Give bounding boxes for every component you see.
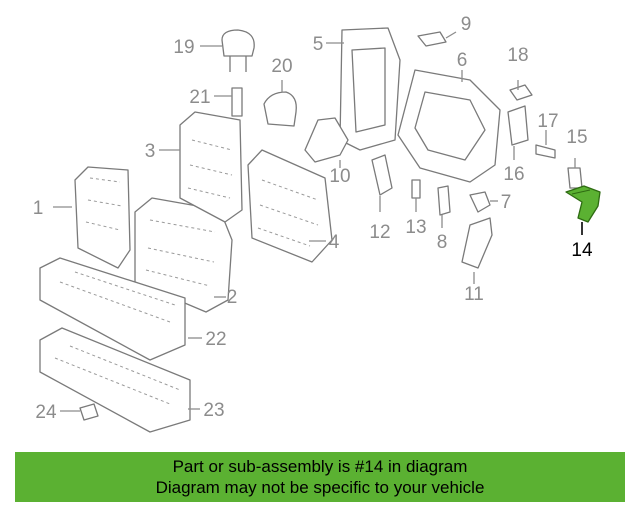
part-19-headrest[interactable] [221,29,255,72]
part-12-pivot[interactable] [371,154,393,196]
part-6-rear-frame[interactable] [397,69,501,183]
part-1-seatback-left[interactable] [74,166,131,269]
callout-24[interactable]: 24 [35,402,57,423]
callout-11[interactable]: 11 [464,284,484,305]
callout-23[interactable]: 23 [203,400,224,421]
part-15-bolt[interactable] [567,167,583,189]
callout-21[interactable]: 21 [189,87,210,108]
part-5-frame-panel[interactable] [339,27,401,151]
callout-22[interactable]: 22 [205,329,226,350]
parts-diagram: 1 2 3 4 5 6 7 8 9 10 11 12 13 14 15 16 1… [33,14,601,433]
callout-1[interactable]: 1 [33,198,44,219]
part-16-cover[interactable] [507,105,529,146]
callout-14[interactable]: 14 [571,240,593,261]
part-8-latch[interactable] [437,185,451,216]
callout-7[interactable]: 7 [501,192,512,213]
banner-line-1: Part or sub-assembly is #14 in diagram [172,457,468,476]
part-9-clip[interactable] [417,31,447,47]
part-10-hinge[interactable] [304,117,349,163]
callout-18[interactable]: 18 [507,45,528,66]
callout-15[interactable]: 15 [566,127,587,148]
callout-20[interactable]: 20 [271,56,292,77]
part-24-clip[interactable] [79,403,99,421]
callout-8[interactable]: 8 [437,232,448,253]
banner-line-2: Diagram may not be specific to your vehi… [155,478,485,497]
leader-lines [53,31,583,412]
callout-13[interactable]: 13 [405,217,426,238]
callout-10[interactable]: 10 [329,166,350,187]
part-18-cap[interactable] [509,84,533,101]
part-23-cushion-pad[interactable] [39,327,191,433]
part-7-bracket[interactable] [469,191,491,213]
callout-12[interactable]: 12 [369,222,390,243]
callout-4[interactable]: 4 [329,232,340,253]
part-11-bracket[interactable] [461,217,493,269]
part-4-seatback-right[interactable] [247,149,333,263]
part-20-headrest-cover[interactable] [263,91,297,127]
part-3-seatback-pad[interactable] [179,111,243,223]
part-22-seat-cushion[interactable] [39,257,186,361]
part-21-guide[interactable] [231,87,243,117]
part-info-banner: Part or sub-assembly is #14 in diagram D… [15,452,625,502]
callout-5[interactable]: 5 [313,34,324,55]
callout-9[interactable]: 9 [461,14,472,35]
part-17-pin[interactable] [535,144,556,159]
callout-3[interactable]: 3 [145,141,156,162]
callout-19[interactable]: 19 [173,37,194,58]
callout-2[interactable]: 2 [227,287,238,308]
part-14-highlighted[interactable] [565,185,601,223]
callout-17[interactable]: 17 [537,111,558,132]
part-13-bolt[interactable] [411,179,421,199]
callout-6[interactable]: 6 [457,50,468,71]
callout-16[interactable]: 16 [503,164,524,185]
